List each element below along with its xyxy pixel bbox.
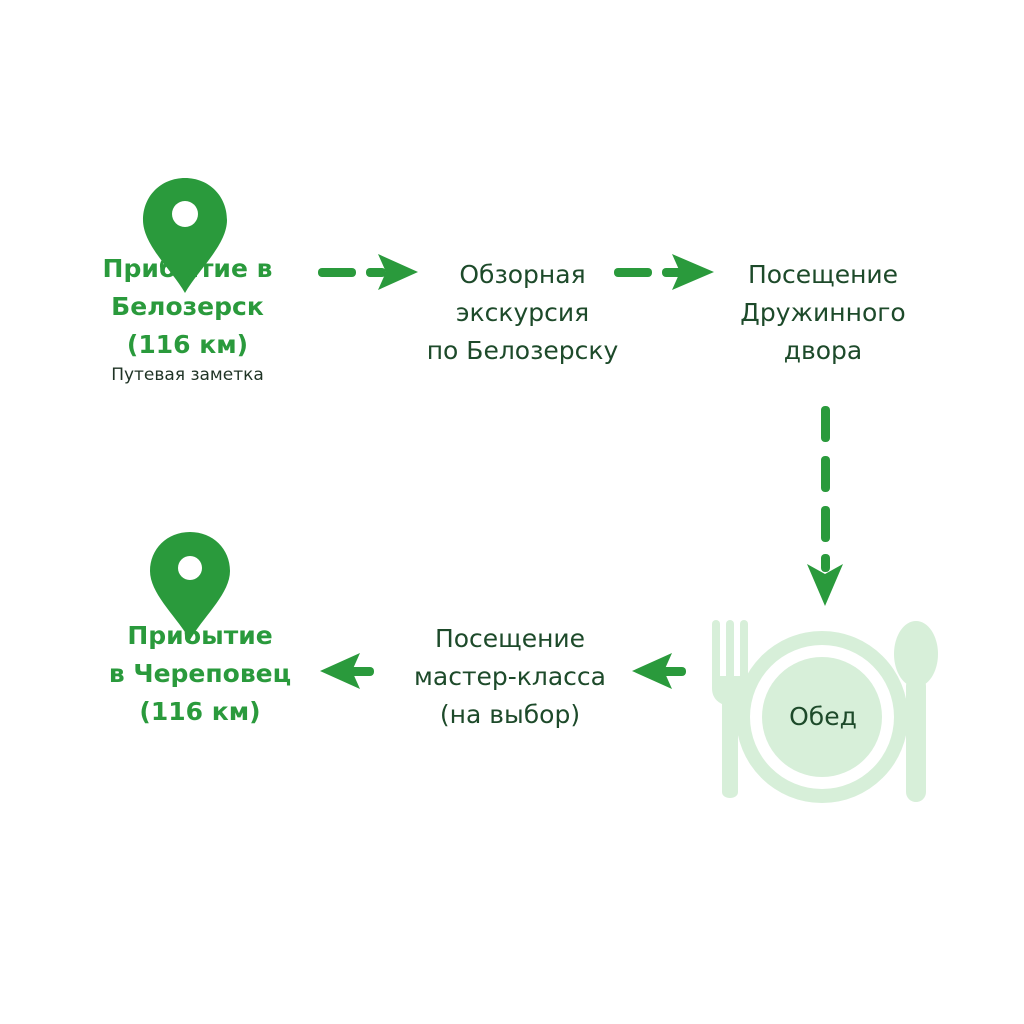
masterclass-line-1: Посещение	[434, 624, 586, 653]
arrow-tour-to-druzhinny	[614, 254, 714, 290]
druzhinny-line-3: двора	[783, 336, 863, 365]
masterclass-line-2: мастер-класса	[414, 662, 606, 691]
start-title-line-3: (116 км)	[126, 330, 249, 359]
start-note: Путевая заметка	[111, 365, 264, 385]
plate-fork-spoon-icon	[712, 620, 938, 803]
start-map-pin-icon	[143, 178, 227, 293]
start-node: Прибытие в Белозерск (116 км) Путевая за…	[80, 250, 295, 386]
arrow-lunch-to-masterclass	[632, 653, 686, 689]
tour-line-2: экскурсия	[455, 298, 590, 327]
finish-title-line-2: в Череповец	[108, 659, 292, 688]
druzhinny-line-2: Дружинного	[740, 298, 906, 327]
finish-map-pin-icon	[150, 532, 230, 640]
finish-title-line-1: Прибытие	[127, 621, 273, 650]
lunch-label: Обед	[789, 702, 857, 731]
masterclass-line-3: (на выбор)	[439, 700, 581, 729]
druzhinny-line-1: Посещение	[747, 260, 899, 289]
arrow-masterclass-to-finish	[320, 653, 374, 689]
tour-line-1: Обзорная	[459, 260, 586, 289]
arrow-start-to-tour	[318, 254, 418, 290]
start-title-line-2: Белозерск	[111, 292, 264, 321]
finish-node: Прибытие в Череповец (116 км)	[85, 617, 315, 731]
arrow-druzhinny-to-lunch	[807, 406, 843, 606]
druzhinny-node: Посещение Дружинного двора	[716, 256, 930, 370]
masterclass-node: Посещение мастер-класса (на выбор)	[390, 620, 630, 734]
finish-title-line-3: (116 км)	[139, 697, 261, 726]
start-title-line-1: Прибытие в	[102, 254, 273, 283]
tour-line-3: по Белозерску	[426, 336, 619, 365]
tour-node: Обзорная экскурсия по Белозерску	[400, 256, 645, 370]
